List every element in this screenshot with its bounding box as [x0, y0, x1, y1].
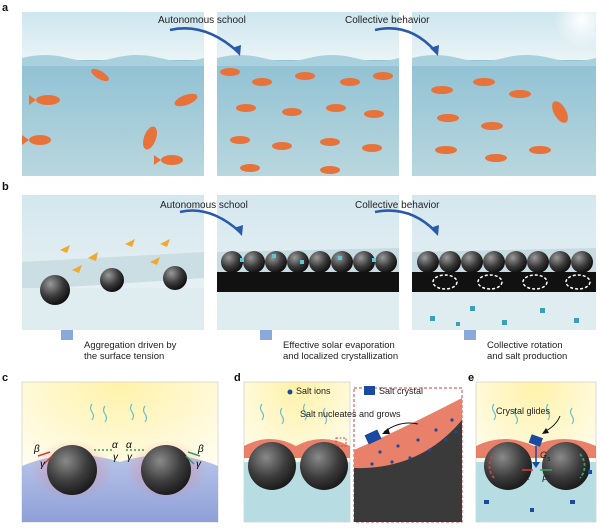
- panel-d: [243, 381, 463, 523]
- caption-e-line1: Collective rotation: [487, 340, 563, 351]
- arrow-b1: [179, 209, 241, 233]
- arrow-b2: [374, 209, 437, 233]
- scene-a2: [217, 12, 399, 176]
- c-alpha-1: α: [112, 440, 118, 451]
- c-gamma-2: γ: [113, 452, 118, 463]
- e-g-label: G: [540, 450, 548, 460]
- caption-d-line2: and localized crystallization: [283, 351, 399, 362]
- panel-label-c: c: [2, 372, 9, 384]
- e-f-label: F: [524, 474, 530, 484]
- caption-d: Effective solar evaporation and localize…: [283, 340, 443, 362]
- d-legend-ions: Salt ions: [296, 386, 331, 396]
- caption-e: Collective rotation and salt production: [487, 340, 597, 362]
- row-b-scenes: [22, 195, 596, 340]
- arrow-b1-label: Autonomous school: [160, 200, 248, 211]
- c-alpha-2: α: [126, 440, 132, 451]
- panel-e: [475, 381, 597, 523]
- caption-c-line1: Aggregation driven by: [84, 340, 177, 351]
- c-gamma-right: γ: [196, 459, 201, 470]
- panel-c: [21, 381, 219, 523]
- e-gs-label: Gs: [540, 450, 551, 465]
- d-legend-crystal: Salt crystal: [379, 386, 424, 396]
- arrow-a1-label: Autonomous school: [158, 15, 246, 26]
- panel-label-b: b: [2, 181, 9, 193]
- scene-a3: [412, 0, 600, 176]
- arrow-a2-label: Collective behavior: [345, 15, 430, 26]
- scene-b1: [22, 195, 204, 330]
- e-g-sub: s: [547, 455, 551, 463]
- c-gamma-3: γ: [127, 452, 132, 463]
- panel-label-a: a: [2, 2, 9, 14]
- down-arrows: [61, 330, 476, 340]
- fish-group: [22, 68, 568, 174]
- caption-e-line2: and salt production: [487, 351, 568, 362]
- c-beta-left: β: [34, 444, 40, 455]
- caption-c: Aggregation driven by the surface tensio…: [84, 340, 214, 362]
- panel-label-d: d: [234, 372, 241, 384]
- caption-d-line1: Effective solar evaporation: [283, 340, 395, 351]
- arrow-b2-label: Collective behavior: [355, 200, 440, 211]
- c-gamma-left: γ: [40, 459, 45, 470]
- e-fprime-label: F': [542, 474, 550, 484]
- scene-b3: [412, 195, 596, 330]
- scene-b2: [217, 195, 399, 330]
- arrow-a1: [169, 27, 239, 53]
- panel-label-e: e: [468, 372, 475, 384]
- d-annotation: Salt nucleates and grows: [300, 409, 401, 419]
- scene-a1: [22, 12, 204, 176]
- arrow-a2: [374, 27, 437, 53]
- e-annotation: Crystal glides: [496, 406, 551, 416]
- c-beta-right: β: [198, 444, 204, 455]
- caption-c-line2: the surface tension: [84, 351, 165, 362]
- row-a-scenes: [22, 0, 600, 176]
